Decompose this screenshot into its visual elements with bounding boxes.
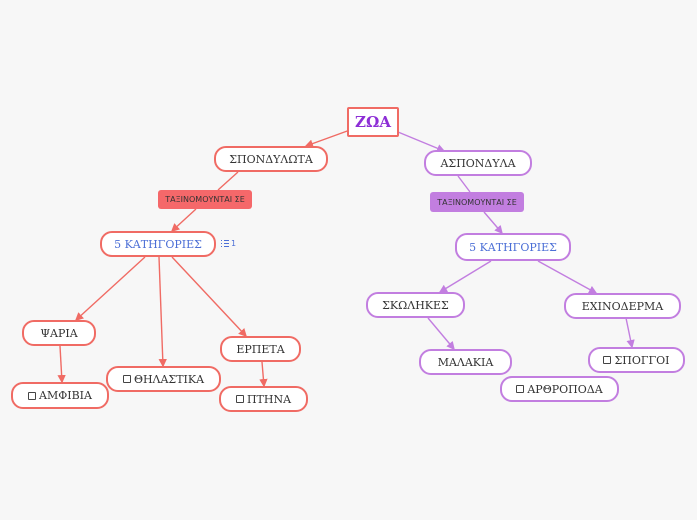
node-categories-left[interactable]: 5 ΚΑΤΗΓΟΡΙΕΣ [100, 231, 216, 257]
link-root-left [304, 129, 351, 148]
tag-classified-left[interactable]: ΤΑΞΙΝΟΜΟΥΝΤΑΙ ΣΕ [158, 190, 252, 209]
node-echinoderms[interactable]: ΕΧΙΝΟΔΕΡΜΑ [564, 293, 681, 319]
node-arthropods[interactable]: ΑΡΘΡΟΠΟΔΑ [500, 376, 619, 402]
node-echinoderms-label: ΕΧΙΝΟΔΕΡΜΑ [581, 299, 664, 313]
checkbox-icon[interactable] [516, 385, 525, 393]
link-cat-reptiles [171, 256, 247, 338]
root-label: ΖΩΑ [355, 113, 391, 131]
checkbox-icon[interactable] [235, 395, 244, 403]
node-invertebrates[interactable]: ΑΣΠΟΝΔΥΛΑ [424, 150, 532, 176]
list-icon [221, 240, 229, 247]
link-left-tag [217, 171, 239, 191]
node-mammals[interactable]: ΘΗΛΑΣΤΙΚΑ [106, 366, 221, 392]
link-right-tag [457, 175, 471, 193]
node-birds-label: ΠΤΗΝΑ [246, 392, 292, 406]
link-cat-fish [74, 256, 146, 321]
node-molluscs-label: ΜΑΛΑΚΙΑ [437, 355, 494, 369]
node-reptiles[interactable]: ΕΡΠΕΤΑ [220, 336, 301, 362]
node-categories-right[interactable]: 5 ΚΑΤΗΓΟΡΙΕΣ [455, 233, 571, 261]
node-worms[interactable]: ΣΚΩΛΗΚΕΣ [366, 292, 465, 318]
notes-count: 1 [231, 239, 237, 248]
node-amphibians-label: ΑΜΦΙΒΙΑ [39, 389, 92, 402]
tag-classified-left-label: ΤΑΞΙΝΟΜΟΥΝΤΑΙ ΣΕ [165, 195, 245, 204]
notes-badge[interactable]: 1 [221, 239, 236, 248]
node-arthropods-label: ΑΡΘΡΟΠΟΔΑ [527, 382, 603, 396]
link-worms-molluscs [427, 317, 455, 351]
link-echino-sponges [625, 317, 635, 349]
link-root-right [397, 131, 446, 153]
node-vertebrates[interactable]: ΣΠΟΝΔΥΛΩΤΑ [214, 146, 328, 172]
tag-classified-right-label: ΤΑΞΙΝΟΜΟΥΝΤΑΙ ΣΕ [437, 197, 517, 207]
link-tag-cat [170, 208, 197, 232]
link-reptiles-birds [259, 361, 268, 388]
link-cat-worms [438, 260, 492, 293]
node-invertebrates-label: ΑΣΠΟΝΔΥΛΑ [440, 156, 516, 170]
link-tag-cat-right [483, 211, 503, 235]
root-node[interactable]: ΖΩΑ [347, 107, 399, 137]
link-cat-mammals [158, 256, 167, 368]
checkbox-icon[interactable] [603, 356, 612, 364]
node-fish[interactable]: ΨΑΡΙΑ [22, 320, 96, 346]
node-molluscs[interactable]: ΜΑΛΑΚΙΑ [419, 349, 512, 375]
node-amphibians[interactable]: ΑΜΦΙΒΙΑ [11, 382, 109, 409]
node-reptiles-label: ΕΡΠΕΤΑ [236, 342, 285, 356]
link-cat-echino [537, 260, 598, 294]
tag-classified-right[interactable]: ΤΑΞΙΝΟΜΟΥΝΤΑΙ ΣΕ [430, 192, 524, 212]
checkbox-icon[interactable] [28, 391, 37, 400]
node-birds[interactable]: ΠΤΗΝΑ [219, 386, 308, 412]
link-fish-amphibians [57, 345, 66, 384]
checkbox-icon[interactable] [122, 375, 131, 383]
node-categories-left-label: 5 ΚΑΤΗΓΟΡΙΕΣ [114, 237, 202, 251]
node-vertebrates-label: ΣΠΟΝΔΥΛΩΤΑ [229, 152, 313, 166]
node-categories-right-label: 5 ΚΑΤΗΓΟΡΙΕΣ [469, 240, 557, 254]
node-sponges[interactable]: ΣΠΟΓΓΟΙ [588, 347, 685, 373]
node-sponges-label: ΣΠΟΓΓΟΙ [614, 353, 670, 367]
node-worms-label: ΣΚΩΛΗΚΕΣ [382, 298, 449, 312]
node-mammals-label: ΘΗΛΑΣΤΙΚΑ [133, 372, 205, 386]
node-fish-label: ΨΑΡΙΑ [40, 326, 78, 340]
